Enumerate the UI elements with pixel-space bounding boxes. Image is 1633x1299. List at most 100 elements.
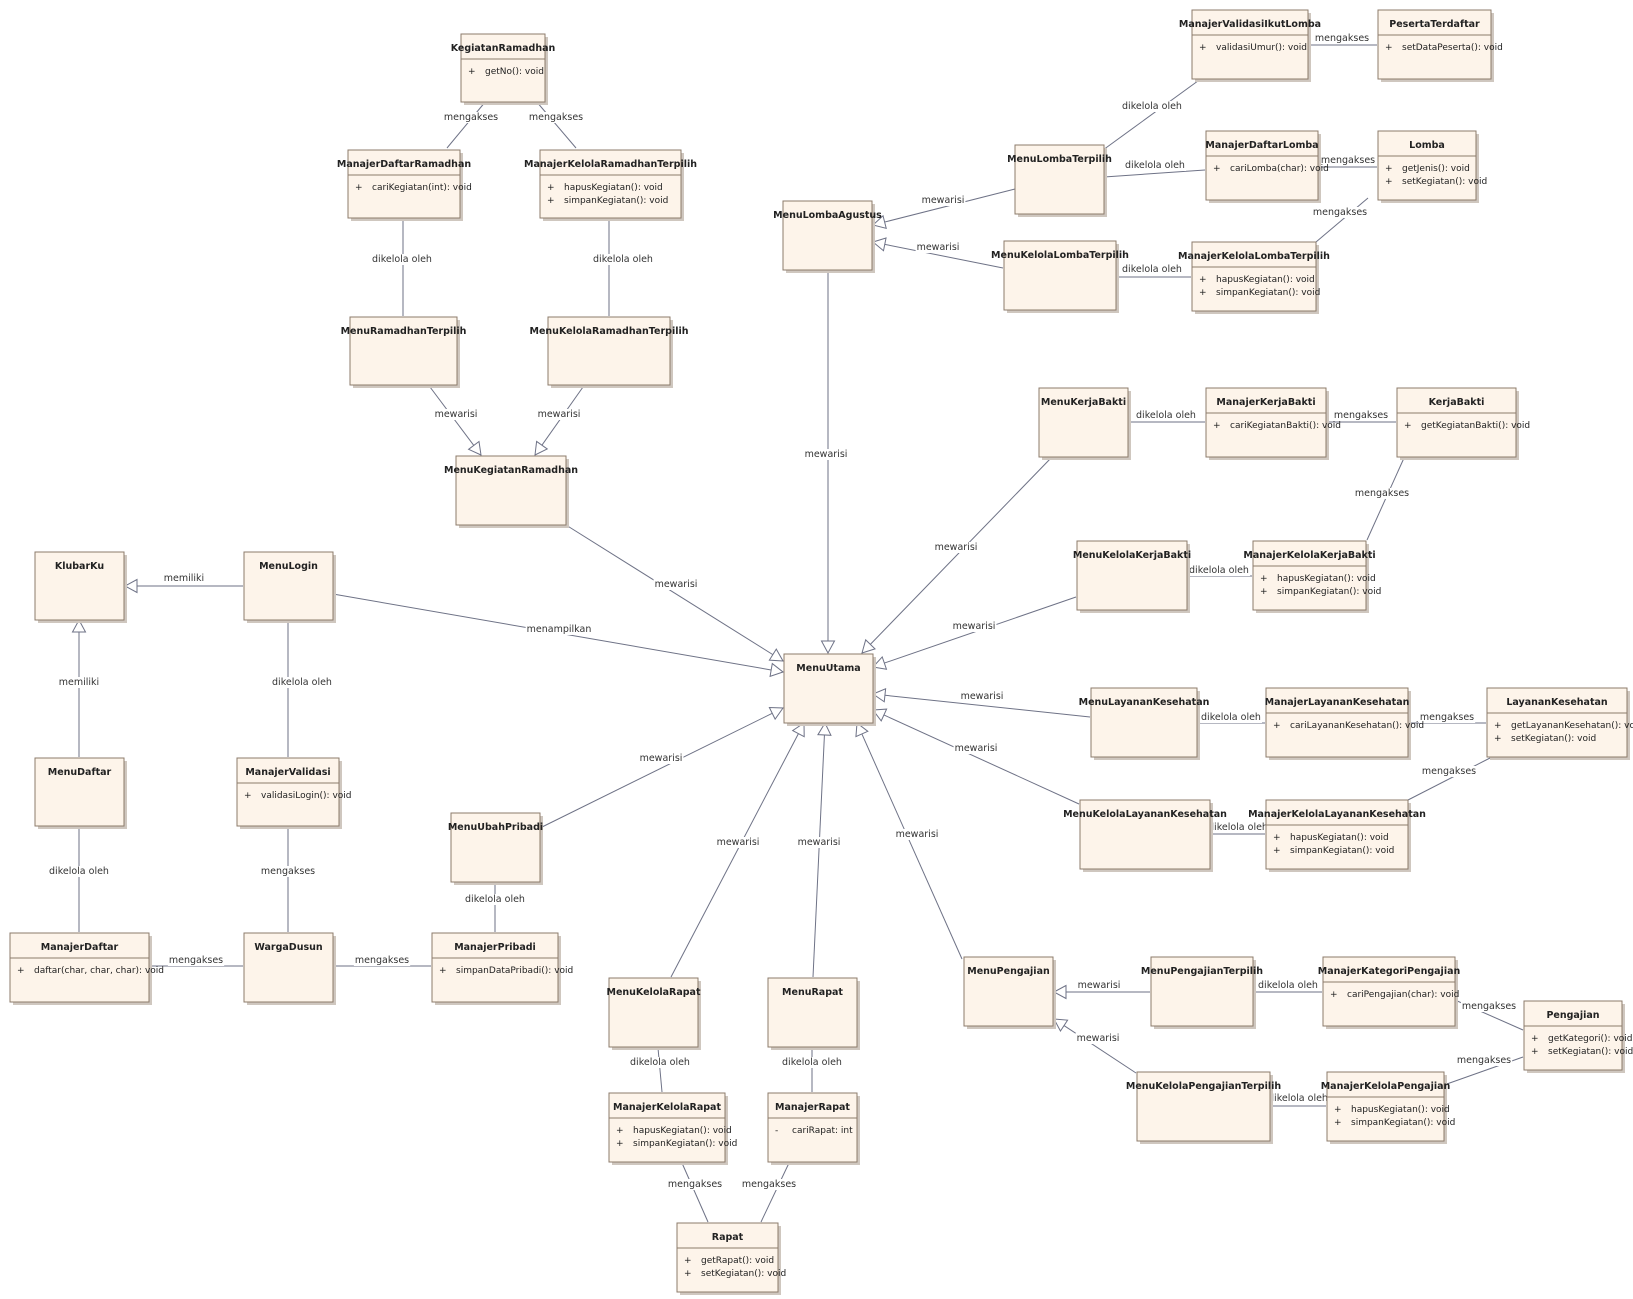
relation-menu-kelola-pengajian-terpilih-to-menu-pengajian[interactable]: mewarisi: [1053, 1018, 1137, 1074]
class-kerja-bakti[interactable]: KerjaBakti+getKegiatanBakti(): void: [1396, 387, 1530, 460]
class-manajer-kelola-kerja-bakti[interactable]: ManajerKelolaKerjaBakti+hapusKegiatan():…: [1243, 540, 1381, 613]
member-visibility: +: [439, 966, 447, 976]
class-manajer-daftar-lomba[interactable]: ManajerDaftarLomba+cariLomba(char): void: [1205, 130, 1329, 203]
relation-manajer-daftar-to-warga-dusun[interactable]: mengakses: [149, 955, 243, 967]
relation-menu-ubah-pribadi-to-menu-utama[interactable]: mewarisi: [539, 706, 784, 829]
relation-menu-kerja-bakti-to-menu-utama[interactable]: mewarisi: [861, 457, 1052, 654]
relation-menu-kelola-pengajian-terpilih-to-manajer-kelola-pengajian[interactable]: dikelola oleh: [1267, 1093, 1329, 1107]
class-rapat[interactable]: Rapat+getRapat(): void+setKegiatan(): vo…: [676, 1222, 786, 1295]
class-manajer-kelola-layanan-kesehatan[interactable]: ManajerKelolaLayananKesehatan+hapusKegia…: [1248, 799, 1426, 872]
relation-menu-kelola-layanan-kesehatan-to-menu-utama[interactable]: mewarisi: [872, 708, 1080, 805]
relation-menu-rapat-to-manajer-rapat[interactable]: dikelola oleh: [781, 1048, 843, 1092]
member-signature: simpanKegiatan(): void: [1290, 846, 1394, 856]
class-warga-dusun[interactable]: WargaDusun: [243, 932, 336, 1005]
relation-menu-layanan-kesehatan-to-menu-utama[interactable]: mewarisi: [871, 688, 1091, 718]
relation-menu-lomba-terpilih-to-menu-lomba-agustus[interactable]: mewarisi: [871, 188, 1016, 230]
class-menu-ubah-pribadi[interactable]: MenuUbahPribadi: [448, 812, 543, 885]
class-menu-lomba-terpilih[interactable]: MenuLombaTerpilih: [1007, 144, 1112, 217]
class-menu-ramadhan-terpilih[interactable]: MenuRamadhanTerpilih: [341, 316, 467, 388]
class-menu-kerja-bakti[interactable]: MenuKerjaBakti: [1038, 387, 1131, 460]
class-menu-kelola-pengajian-terpilih[interactable]: MenuKelolaPengajianTerpilih: [1126, 1071, 1281, 1144]
relation-manajer-daftar-ramadhan-to-kegiatan-ramadhan[interactable]: mengakses: [442, 100, 500, 149]
class-manajer-daftar-ramadhan[interactable]: ManajerDaftarRamadhan+cariKegiatan(int):…: [337, 149, 472, 221]
relation-menu-lomba-terpilih-to-manajer-daftar-lomba[interactable]: dikelola oleh: [1103, 160, 1206, 178]
relation-manajer-kategori-pengajian-to-pengajian[interactable]: mengakses: [1454, 999, 1524, 1031]
relation-menu-pengajian-to-menu-utama[interactable]: mewarisi: [855, 722, 963, 960]
relation-menu-pengajian-terpilih-to-menu-pengajian[interactable]: mewarisi: [1052, 980, 1150, 1000]
class-lomba[interactable]: Lomba+getJenis(): void+setKegiatan(): vo…: [1377, 130, 1487, 203]
class-manajer-rapat[interactable]: ManajerRapat-cariRapat: int: [767, 1092, 860, 1165]
class-manajer-kelola-rapat[interactable]: ManajerKelolaRapat+hapusKegiatan(): void…: [608, 1092, 737, 1165]
class-menu-kelola-layanan-kesehatan[interactable]: MenuKelolaLayananKesehatan: [1063, 799, 1227, 872]
class-manajer-validasi[interactable]: ManajerValidasi+validasiLogin(): void: [236, 757, 352, 829]
class-menu-lomba-agustus[interactable]: MenuLombaAgustus: [773, 200, 882, 273]
class-menu-login[interactable]: MenuLogin: [243, 551, 336, 623]
relation-label-bg: [464, 894, 526, 905]
relation-menu-login-to-menu-utama[interactable]: menampilkan: [332, 593, 785, 678]
relation-menu-daftar-to-manajer-daftar[interactable]: dikelola oleh: [48, 827, 110, 932]
relation-manajer-kerja-bakti-to-kerja-bakti[interactable]: mengakses: [1326, 410, 1396, 423]
relation-label-bg: [1076, 980, 1122, 991]
relation-menu-ramadhan-terpilih-to-manajer-daftar-ramadhan[interactable]: dikelola oleh: [371, 219, 433, 316]
relation-menu-kerja-bakti-to-manajer-kerja-bakti[interactable]: dikelola oleh: [1128, 410, 1205, 423]
class-menu-rapat[interactable]: MenuRapat: [767, 977, 860, 1050]
class-menu-utama[interactable]: MenuUtama: [783, 653, 876, 726]
class-menu-pengajian[interactable]: MenuPengajian: [963, 956, 1056, 1029]
relation-manajer-validasi-ikut-lomba-to-peserta-terdaftar[interactable]: mengakses: [1308, 33, 1377, 46]
class-menu-kegiatan-ramadhan[interactable]: MenuKegiatanRamadhan: [444, 455, 578, 528]
relation-menu-kegiatan-ramadhan-to-menu-utama[interactable]: mewarisi: [565, 524, 784, 662]
relation-menu-kelola-lomba-terpilih-to-manajer-kelola-lomba-terpilih[interactable]: dikelola oleh: [1117, 264, 1191, 278]
class-menu-daftar[interactable]: MenuDaftar: [34, 757, 127, 829]
relation-manajer-kelola-layanan-kesehatan-to-layanan-kesehatan[interactable]: mengakses: [1407, 757, 1491, 801]
relation-manajer-kelola-rapat-to-rapat[interactable]: mengakses: [666, 1162, 724, 1223]
relation-manajer-rapat-to-rapat[interactable]: mengakses: [740, 1162, 798, 1223]
class-peserta-terdaftar[interactable]: PesertaTerdaftar+setDataPeserta(): void: [1377, 9, 1503, 82]
class-manajer-pribadi[interactable]: ManajerPribadi+simpanDataPribadi(): void: [431, 932, 573, 1005]
relation-menu-daftar-to-klubar-ku[interactable]: memiliki: [57, 618, 101, 757]
relation-manajer-layanan-kesehatan-to-layanan-kesehatan[interactable]: mengakses: [1408, 712, 1486, 724]
class-kegiatan-ramadhan[interactable]: KegiatanRamadhan+getNo(): void: [451, 33, 556, 105]
relation-manajer-daftar-lomba-to-lomba[interactable]: mengakses: [1318, 155, 1377, 168]
relation-menu-rapat-to-menu-utama[interactable]: mewarisi: [796, 721, 842, 978]
class-menu-kelola-ramadhan-terpilih[interactable]: MenuKelolaRamadhanTerpilih: [530, 316, 689, 388]
relation-menu-kelola-ramadhan-terpilih-to-manajer-kelola-ramadhan-terpilih[interactable]: dikelola oleh: [592, 219, 654, 316]
relation-menu-ramadhan-terpilih-to-menu-kegiatan-ramadhan[interactable]: mewarisi: [429, 386, 482, 456]
relation-menu-ubah-pribadi-to-manajer-pribadi[interactable]: dikelola oleh: [464, 883, 526, 932]
relation-menu-kelola-kerja-bakti-to-manajer-kelola-kerja-bakti[interactable]: dikelola oleh: [1187, 565, 1252, 577]
class-manajer-kelola-ramadhan-terpilih[interactable]: ManajerKelolaRamadhanTerpilih+hapusKegia…: [524, 149, 697, 221]
class-manajer-kelola-pengajian[interactable]: ManajerKelolaPengajian+hapusKegiatan(): …: [1321, 1071, 1456, 1144]
relation-menu-lomba-agustus-to-menu-utama[interactable]: mewarisi: [803, 271, 849, 655]
class-manajer-daftar[interactable]: ManajerDaftar+daftar(char, char, char): …: [9, 932, 164, 1005]
relation-menu-login-to-klubar-ku[interactable]: memiliki: [123, 573, 243, 594]
relation-manajer-kelola-ramadhan-terpilih-to-kegiatan-ramadhan[interactable]: mengakses: [527, 100, 585, 149]
relation-menu-kelola-rapat-to-manajer-kelola-rapat[interactable]: dikelola oleh: [629, 1047, 691, 1093]
relation-manajer-kelola-kerja-bakti-to-kerja-bakti[interactable]: mengakses: [1353, 457, 1411, 541]
class-klubar-ku[interactable]: KlubarKu: [34, 551, 127, 623]
class-manajer-kategori-pengajian[interactable]: ManajerKategoriPengajian+cariPengajian(c…: [1318, 956, 1461, 1029]
relation-menu-kelola-ramadhan-terpilih-to-menu-kegiatan-ramadhan[interactable]: mewarisi: [534, 386, 584, 456]
relation-label: mewarisi: [922, 195, 965, 206]
relation-menu-login-to-manajer-validasi[interactable]: dikelola oleh: [271, 621, 333, 757]
relation-menu-kelola-kerja-bakti-to-menu-utama[interactable]: mewarisi: [872, 596, 1077, 670]
relation-menu-kelola-rapat-to-menu-utama[interactable]: mewarisi: [670, 722, 805, 978]
class-menu-layanan-kesehatan[interactable]: MenuLayananKesehatan: [1079, 687, 1210, 760]
class-menu-kelola-rapat[interactable]: MenuKelolaRapat: [607, 977, 702, 1050]
class-manajer-validasi-ikut-lomba[interactable]: ManajerValidasiIkutLomba+validasiUmur():…: [1179, 9, 1321, 82]
class-manajer-kelola-lomba-terpilih[interactable]: ManajerKelolaLombaTerpilih+hapusKegiatan…: [1178, 241, 1330, 314]
class-manajer-kerja-bakti[interactable]: ManajerKerjaBakti+cariKegiatanBakti(): v…: [1205, 387, 1341, 460]
relation-manajer-validasi-to-warga-dusun[interactable]: mengakses: [259, 827, 317, 932]
class-layanan-kesehatan[interactable]: LayananKesehatan+getLayananKesehatan(): …: [1486, 687, 1633, 760]
class-manajer-layanan-kesehatan[interactable]: ManajerLayananKesehatan+cariLayananKeseh…: [1265, 687, 1424, 760]
class-pengajian[interactable]: Pengajian+getKategori(): void+setKegiata…: [1523, 1000, 1633, 1073]
relation-menu-lomba-terpilih-to-manajer-validasi-ikut-lomba[interactable]: dikelola oleh: [1102, 77, 1203, 151]
relation-menu-pengajian-terpilih-to-manajer-kategori-pengajian[interactable]: dikelola oleh: [1253, 980, 1322, 993]
class-menu-pengajian-terpilih[interactable]: MenuPengajianTerpilih: [1141, 956, 1263, 1029]
class-menu-kelola-lomba-terpilih[interactable]: MenuKelolaLombaTerpilih: [991, 240, 1129, 313]
relation-manajer-kelola-lomba-terpilih-to-lomba[interactable]: mengakses: [1311, 197, 1369, 243]
relation-manajer-pribadi-to-warga-dusun[interactable]: mengakses: [333, 955, 431, 967]
relation-menu-kelola-layanan-kesehatan-to-manajer-kelola-layanan-kesehatan[interactable]: dikelola oleh: [1207, 822, 1269, 835]
relation-menu-kelola-lomba-terpilih-to-menu-lomba-agustus[interactable]: mewarisi: [871, 237, 1004, 269]
relation-manajer-kelola-pengajian-to-pengajian[interactable]: mengakses: [1443, 1055, 1524, 1086]
relation-menu-layanan-kesehatan-to-manajer-layanan-kesehatan[interactable]: dikelola oleh: [1197, 712, 1265, 724]
class-menu-kelola-kerja-bakti[interactable]: MenuKelolaKerjaBakti: [1073, 540, 1191, 613]
